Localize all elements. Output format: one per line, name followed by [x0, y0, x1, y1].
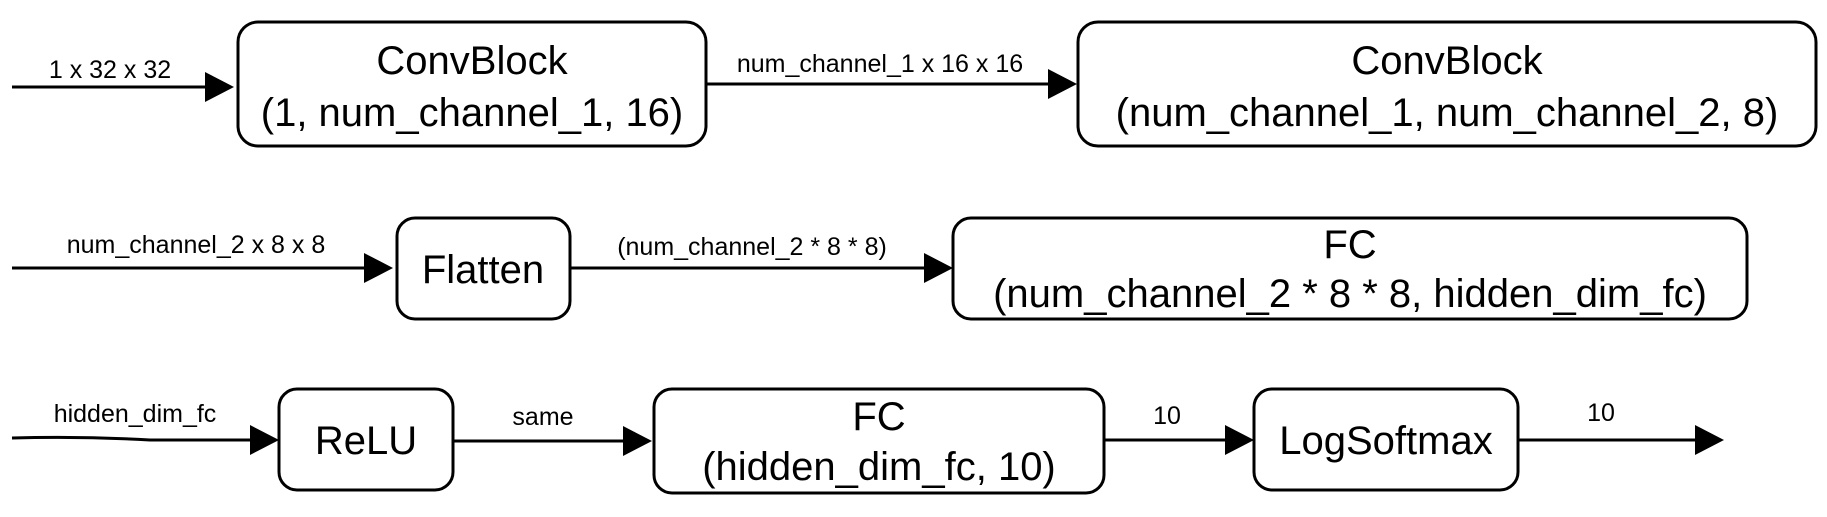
relu-title: ReLU [315, 419, 417, 463]
edge-output: 10 [1518, 399, 1724, 455]
edge-conv1-to-conv2: num_channel_1 x 16 x 16 [706, 50, 1077, 99]
arrowhead [1695, 425, 1724, 455]
arrowhead [205, 72, 234, 102]
arrowhead [364, 253, 393, 283]
edge-relu-to-fc: same [453, 403, 652, 456]
convblock-2-params: (num_channel_1, num_channel_2, 8) [1116, 91, 1779, 135]
arrowhead [623, 426, 652, 456]
edge-input-3: hidden_dim_fc [11, 400, 279, 455]
arrowhead [250, 425, 279, 455]
edge-label-input-2: num_channel_2 x 8 x 8 [67, 231, 326, 259]
edge-fc-to-logsoftmax: 10 [1104, 402, 1254, 455]
edge-label-fc-to-logsoftmax: 10 [1153, 402, 1181, 430]
node-relu: ReLU [277, 387, 455, 492]
convblock-2-box [1076, 20, 1818, 148]
arrowhead [1048, 69, 1077, 99]
edge-label-input-1: 1 x 32 x 32 [49, 56, 171, 84]
node-convblock-1: ConvBlock (1, num_channel_1, 16) [236, 20, 708, 148]
edge-label-output: 10 [1587, 399, 1615, 427]
edge-flatten-to-fc: (num_channel_2 * 8 * 8) [570, 233, 953, 283]
fc-2-title: FC [852, 395, 905, 439]
logsoftmax-title: LogSoftmax [1279, 419, 1492, 463]
convblock-1-title: ConvBlock [376, 39, 568, 83]
edge-label-input-3: hidden_dim_fc [54, 400, 217, 428]
node-fc-1: FC (num_channel_2 * 8 * 8, hidden_dim_fc… [951, 216, 1749, 321]
node-flatten: Flatten [395, 216, 572, 321]
node-fc-2: FC (hidden_dim_fc, 10) [652, 387, 1106, 495]
edge-input-1: 1 x 32 x 32 [12, 56, 234, 102]
edge-label-relu-to-fc: same [512, 403, 573, 431]
edge-input-2: num_channel_2 x 8 x 8 [12, 231, 393, 283]
fc-2-params: (hidden_dim_fc, 10) [702, 445, 1056, 489]
fc-1-box [951, 216, 1749, 321]
arrowhead [1225, 425, 1254, 455]
convblock-1-params: (1, num_channel_1, 16) [261, 91, 684, 135]
node-logsoftmax: LogSoftmax [1252, 387, 1520, 492]
fc-1-title: FC [1323, 223, 1376, 267]
node-convblock-2: ConvBlock (num_channel_1, num_channel_2,… [1076, 20, 1818, 148]
flatten-title: Flatten [422, 248, 544, 292]
convblock-2-title: ConvBlock [1351, 39, 1543, 83]
edge-label-flatten-to-fc: (num_channel_2 * 8 * 8) [617, 233, 887, 261]
fc-1-params: (num_channel_2 * 8 * 8, hidden_dim_fc) [993, 272, 1707, 316]
edge-label-conv1-to-conv2: num_channel_1 x 16 x 16 [737, 50, 1023, 78]
arrowhead [924, 253, 953, 283]
